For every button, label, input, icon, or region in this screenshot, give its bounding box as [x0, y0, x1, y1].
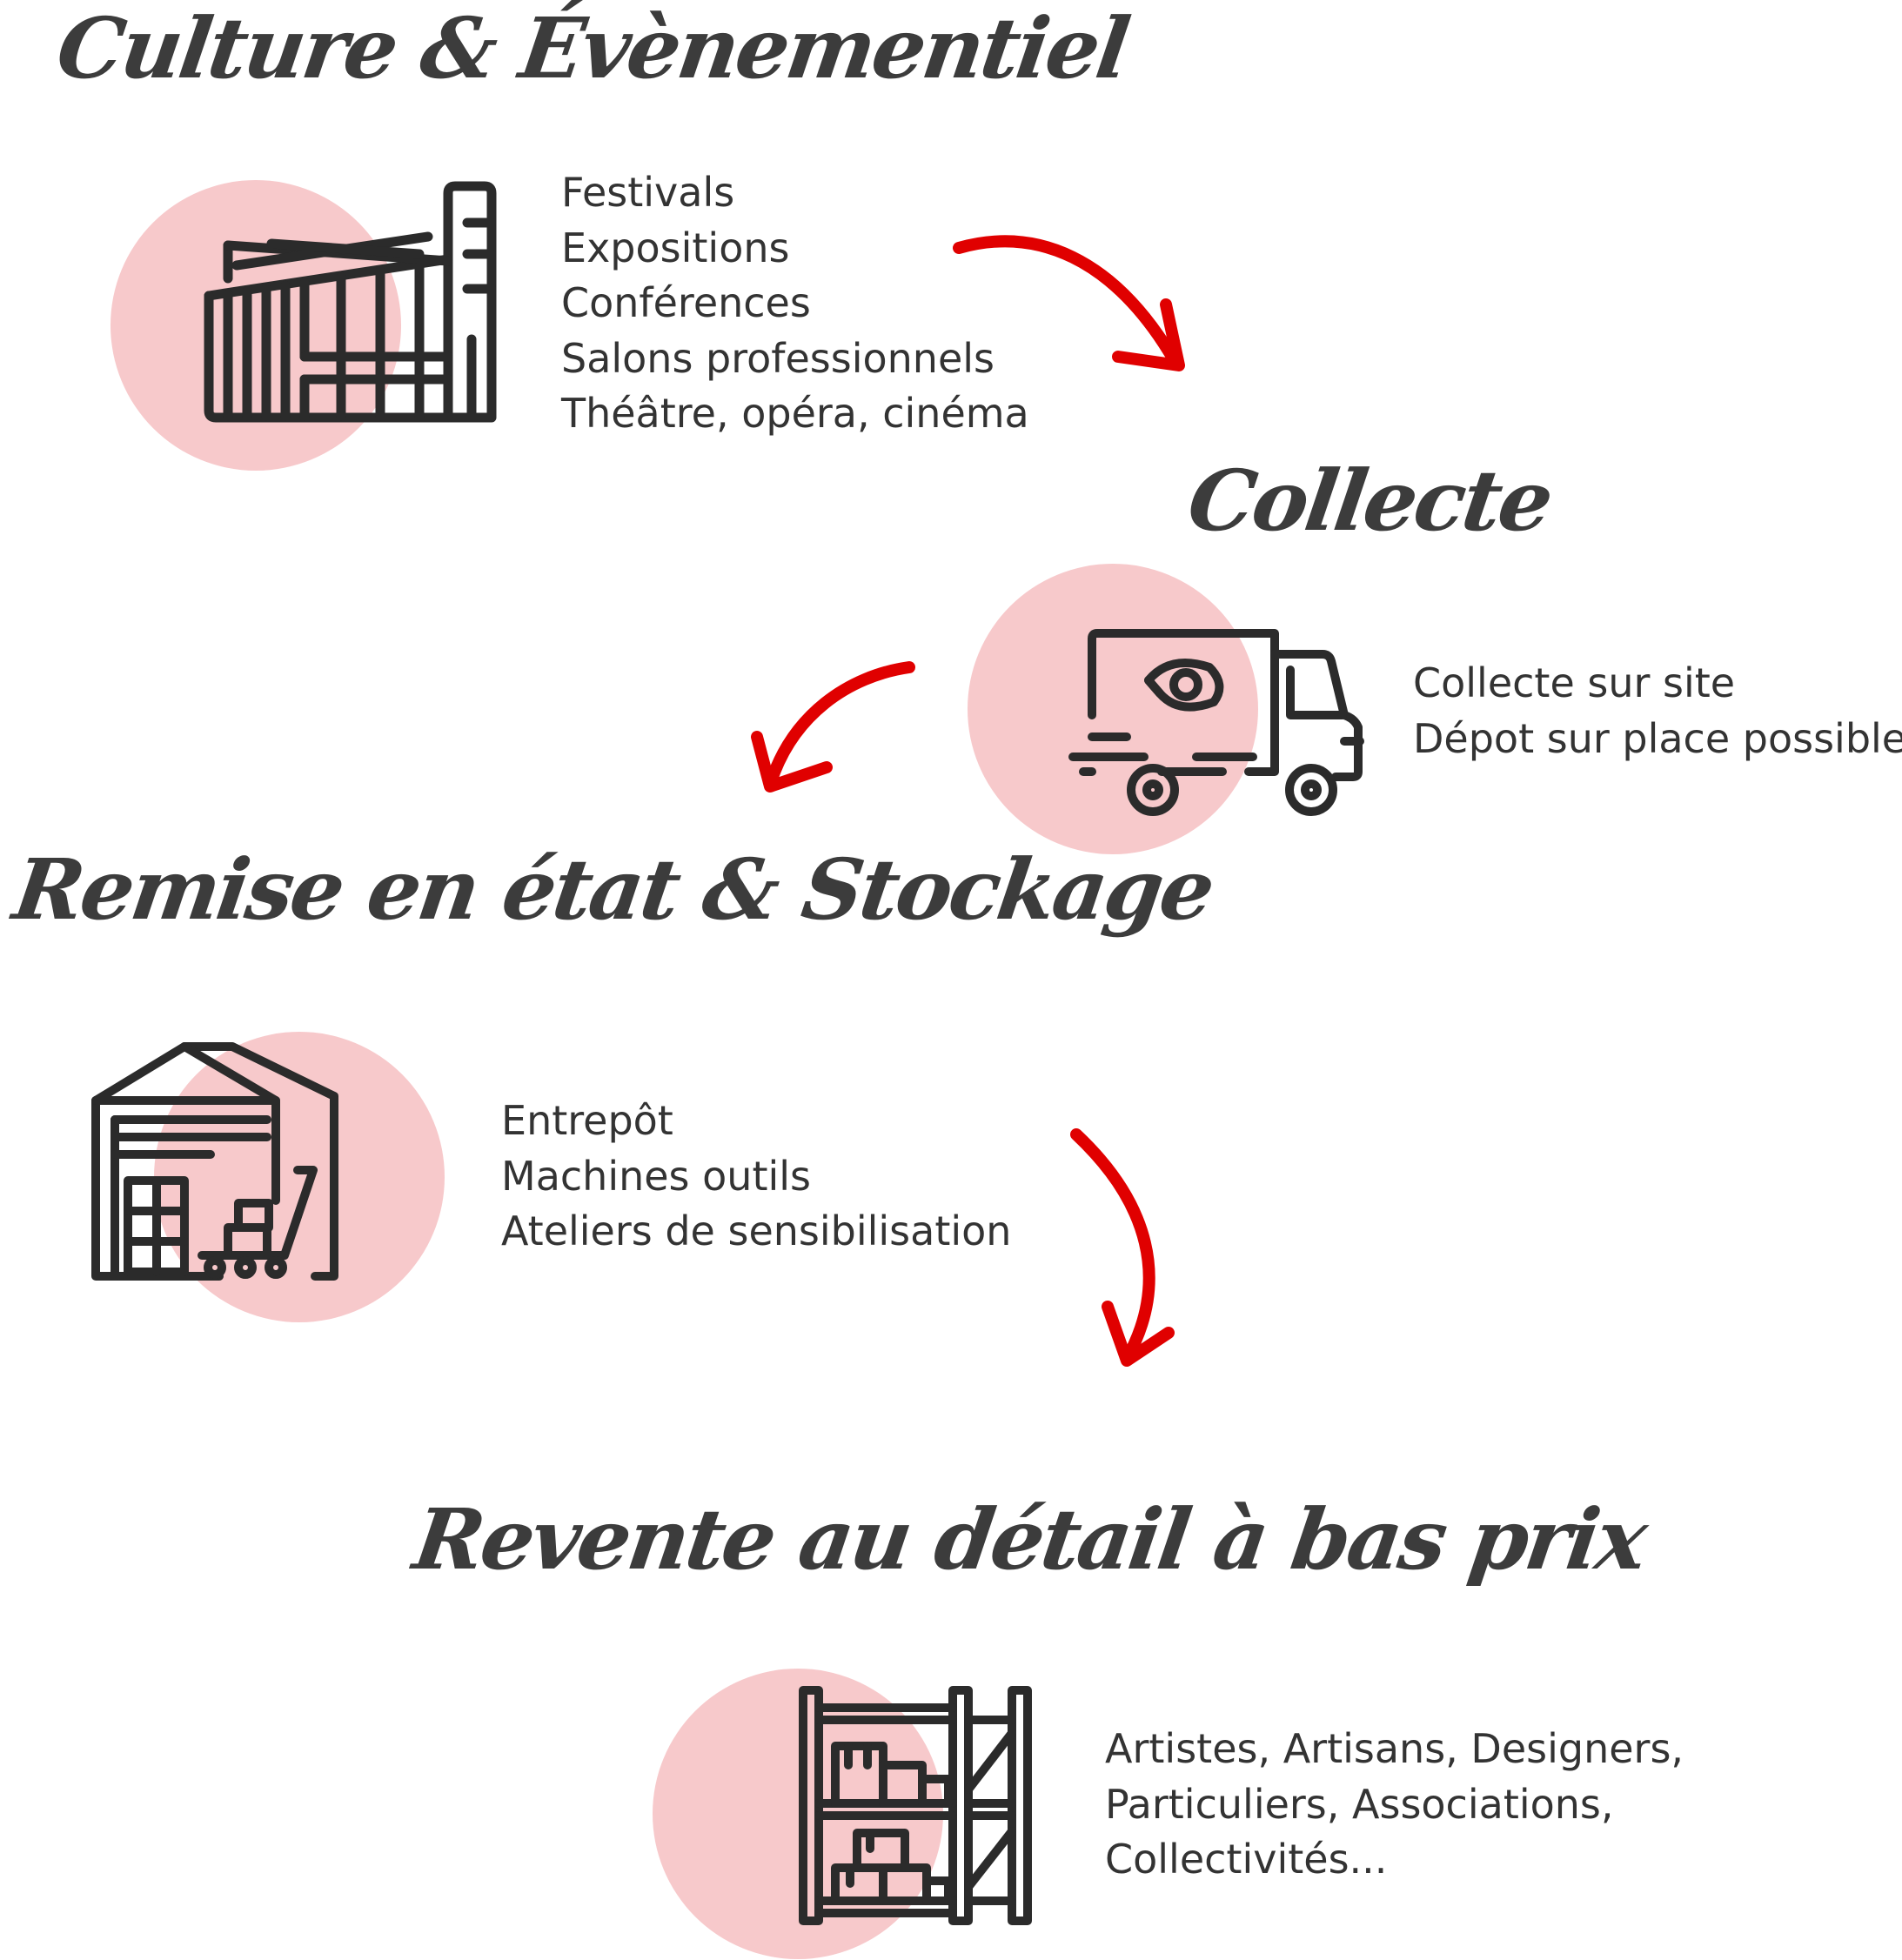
step-circle-collecte [968, 564, 1258, 854]
list-item: Artistes, Artisans, Designers, [1105, 1725, 1684, 1772]
step-title-collecte: Collecte [1182, 452, 1557, 550]
warehouse-icon [91, 1042, 338, 1281]
list-item: Expositions [561, 224, 790, 271]
list-item: Ateliers de sensibilisation [501, 1207, 1012, 1254]
list-item: Théâtre, opéra, cinéma [561, 390, 1029, 437]
flow-arrow-2 [751, 661, 915, 793]
list-item: Machines outils [501, 1152, 812, 1200]
list-item: Collectivités... [1105, 1836, 1388, 1883]
list-item: Collecte sur site [1413, 659, 1736, 706]
list-item: Conférences [561, 279, 811, 326]
step-title-culture: Culture & Évènementiel [50, 0, 1134, 97]
list-item: Entrepôt [501, 1097, 673, 1144]
step-title-remise: Remise en état & Stockage [7, 840, 1219, 939]
flow-arrow-1 [953, 235, 1185, 371]
step-title-revente: Revente au détail à bas prix [407, 1490, 1651, 1589]
step-list-revente: Artistes, Artisans, Designers, Particuli… [1105, 1722, 1684, 1888]
step-list-collecte: Collecte sur site Dépot sur place possib… [1413, 656, 1902, 766]
shelving-icon [799, 1686, 1032, 1925]
step-list-remise: Entrepôt Machines outils Ateliers de sen… [501, 1094, 1011, 1260]
truck-icon [1068, 629, 1364, 816]
list-item: Dépot sur place possible [1413, 714, 1902, 762]
building-icon [204, 181, 497, 423]
list-item: Festivals [561, 169, 735, 216]
flow-arrow-3 [1070, 1128, 1175, 1367]
list-item: Salons professionnels [561, 334, 995, 382]
list-item: Particuliers, Associations, [1105, 1780, 1614, 1828]
step-list-culture: Festivals Expositions Conférences Salons… [561, 165, 1029, 442]
